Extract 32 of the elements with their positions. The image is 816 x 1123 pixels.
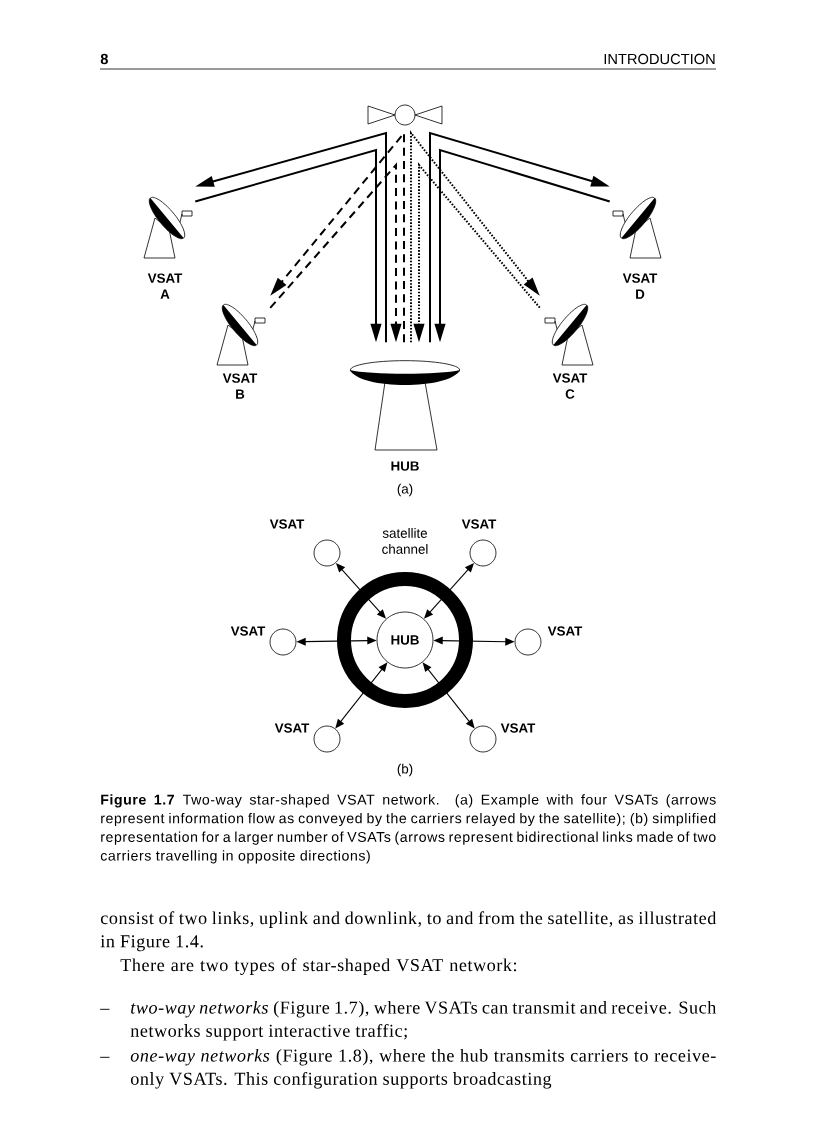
arrow [296,636,377,646]
body-paragraph: There are two types of star-shaped VSAT network: [120,958,517,975]
list-dash: – [100,1056,110,1058]
antenna-label: VSAT D [622,273,658,299]
page-number: 8 [100,53,108,65]
list-dash: – [100,1008,110,1010]
running-head: INTRODUCTION [604,53,715,65]
arrow [433,636,515,646]
list-item: one-way networks (Figure 1.8), where the hub transmits carriers to receive-only VSATs. This configuration supports broadcasting [130,1048,716,1089]
figure-caption: Figure 1.7 Two-way star-shaped VSAT network. (a) Example with four VSATs (arrows represent information flow as conveyed by the carriers relayed by the satellite); (b) simplified representation for a larger number of VSATs (arrows represent bidirectional links made of two carriers travelling in opposite directions) [100,794,716,864]
hub-label: HUB [391,461,419,471]
vsat-label: VSAT [461,519,497,529]
antenna-label: VSAT C [552,373,588,399]
panel-label: (b) [397,763,413,777]
antenna-label: VSAT B [222,373,258,399]
vsat-label: VSAT [230,626,266,636]
list-item: two-way networks (Figure 1.7), where VSATs can transmit and receive. Such networks support interactive traffic; [130,1000,717,1041]
body-paragraph: consist of two links, uplink and downlink, to and from the satellite, as illustrated in Figure 1.4. [100,911,717,952]
arrow [335,662,388,729]
ring-label: satellite channel [382,528,428,554]
arrow [335,563,387,619]
arrow [269,162,402,343]
arrow [410,130,540,344]
antenna-label: VSAT A [147,273,183,299]
vsat-label: VSAT [547,626,583,636]
arrow [413,162,541,343]
vsat-label: VSAT [269,519,305,529]
vsat-label: VSAT [274,723,310,733]
vsat-label: VSAT [500,723,536,733]
arrow [423,563,475,619]
arrow [422,662,475,729]
panel-label: (a) [397,483,413,497]
